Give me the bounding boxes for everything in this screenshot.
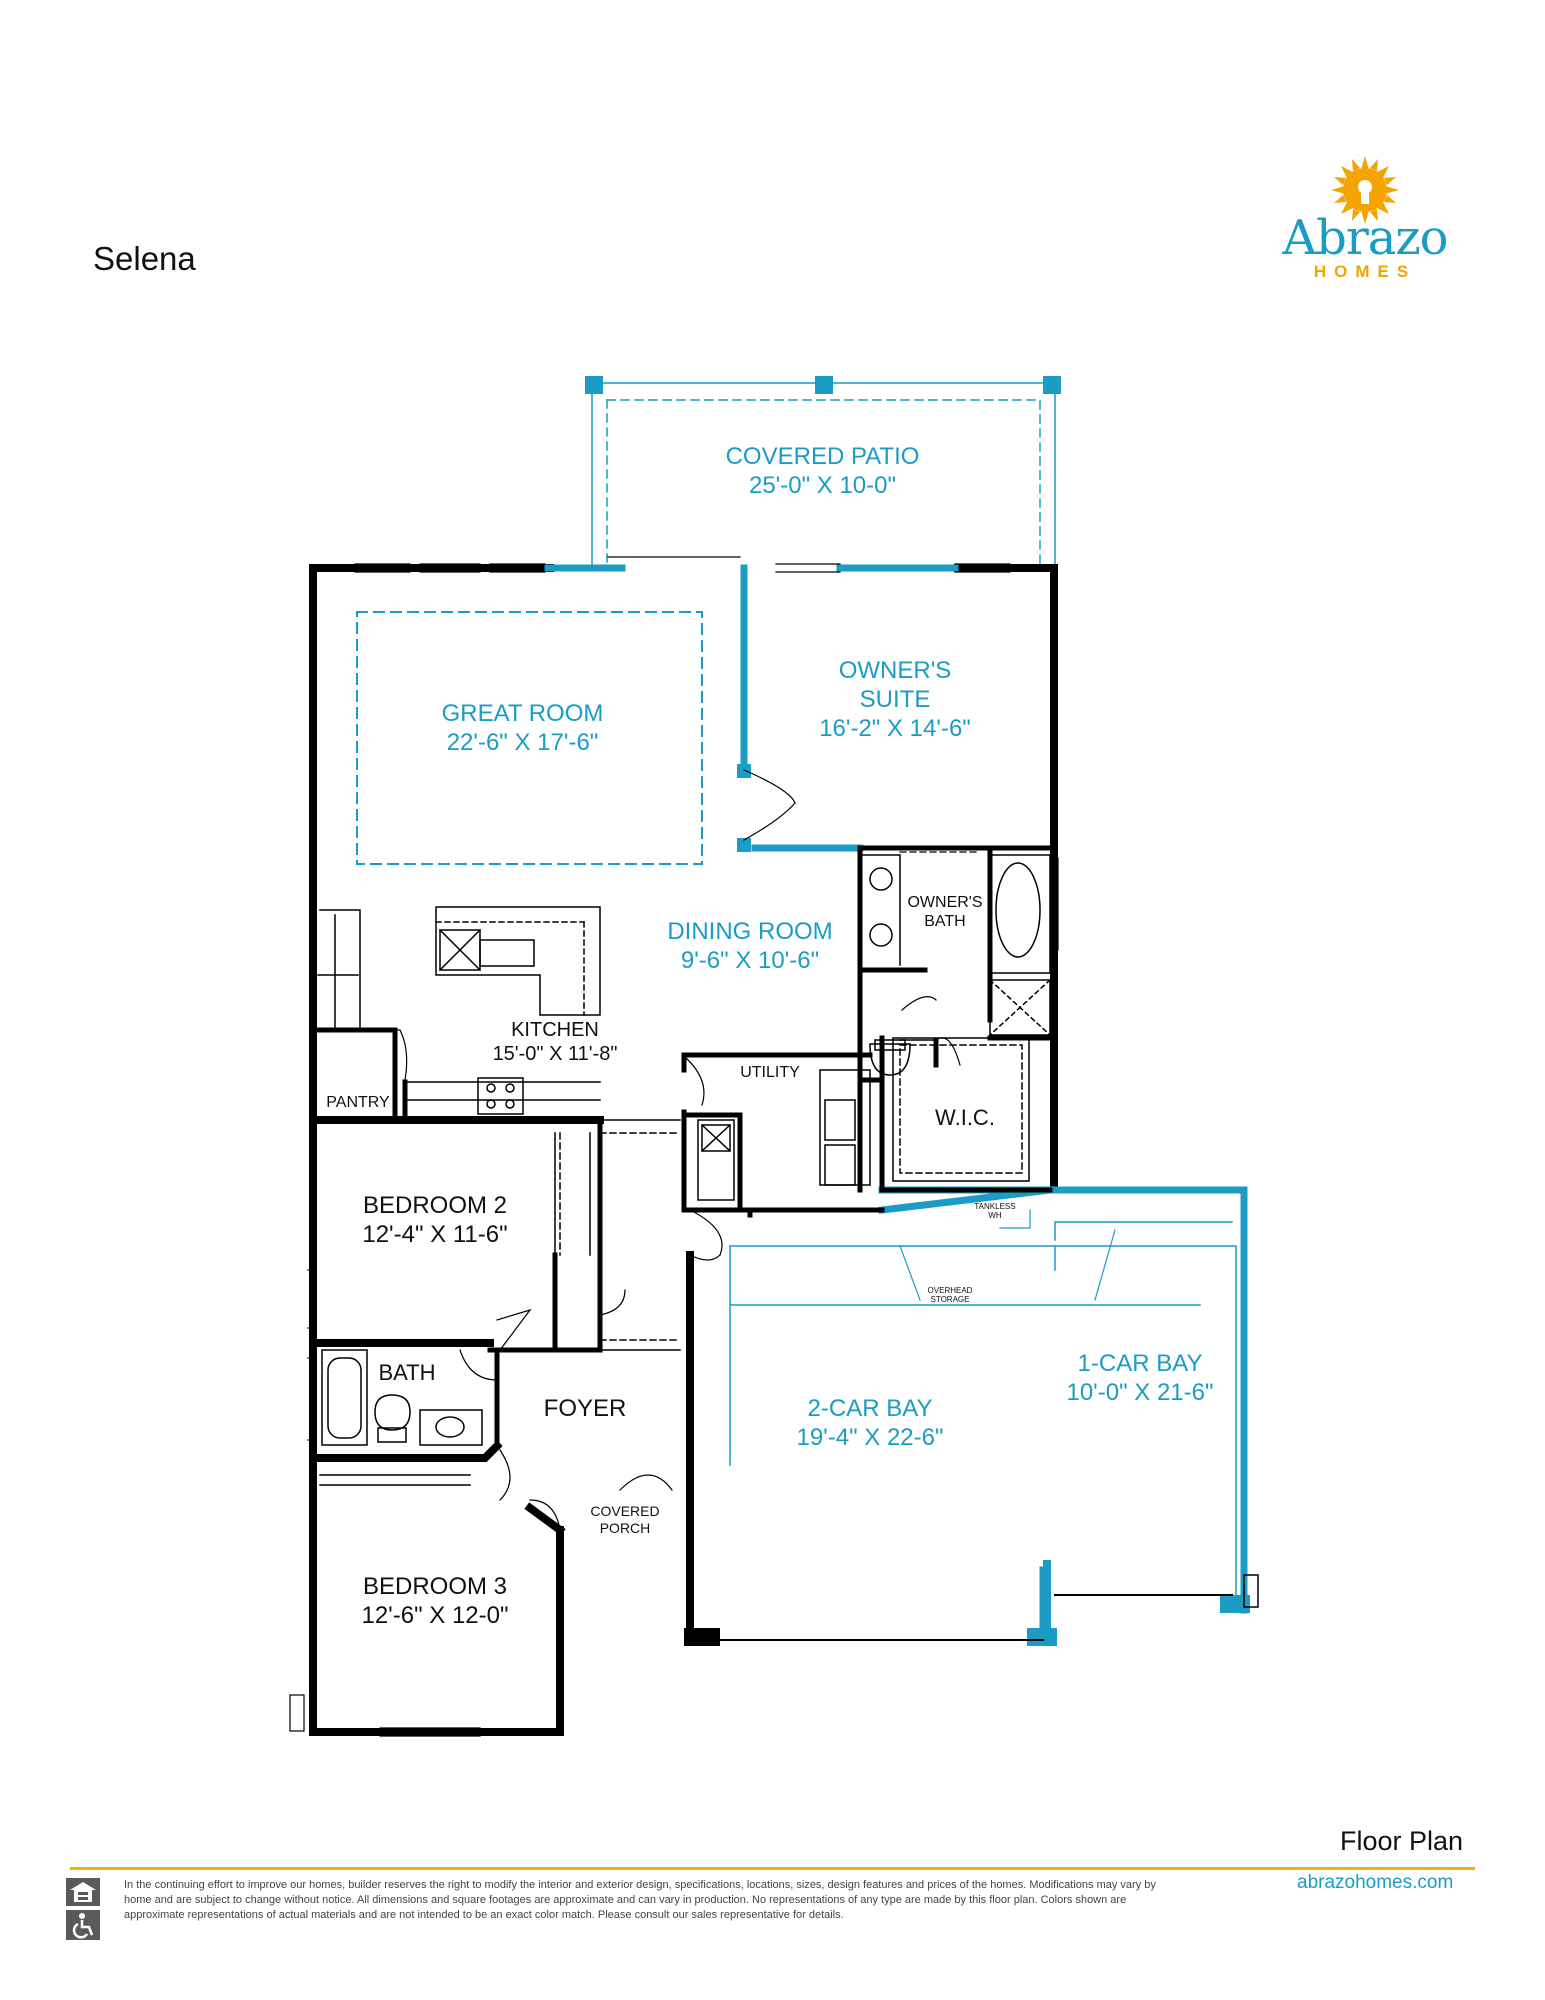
great-room-name: GREAT ROOM [441,700,604,727]
owners-bath-fixtures [859,854,1052,1182]
room-bedroom3: BEDROOM 3 12'-6" X 12-0" [335,1573,535,1631]
room-covered-patio: COVERED PATIO 25'-0" X 10-0" [700,443,945,501]
one-car-bay-size: 10'-0" X 21-6" [1066,1378,1214,1406]
room-dining: DINING ROOM 9'-6" X 10'-6" [640,918,860,976]
brand-logo: Abrazo HOMES [1270,155,1460,285]
dining-name: DINING ROOM [667,918,833,945]
bedroom2-size: 12'-4" X 11-6" [362,1220,508,1248]
room-covered-porch: COVERED PORCH [580,1503,670,1537]
footer-rule [70,1867,1475,1870]
room-two-car-bay: 2-CAR BAY 19'-4" X 22-6" [770,1395,970,1453]
owners-suite-size: 16'-2" X 14'-6" [819,714,971,742]
room-bath: BATH [378,1360,436,1385]
room-owners-bath: OWNER'S BATH [895,893,995,931]
covered-patio-name: COVERED PATIO [725,443,920,470]
covered-patio-size: 25'-0" X 10-0" [748,471,897,499]
floor-plan-title: Floor Plan [1340,1826,1464,1856]
covered-porch-name: COVERED [590,1503,660,1519]
owners-suite-name2: SUITE [859,685,931,713]
brand-sub: HOMES [1313,262,1417,281]
disclaimer-text: In the continuing effort to improve our … [124,1879,1156,1921]
room-wic: W.I.C. [935,1105,995,1130]
two-car-bay-name: 2-CAR BAY [807,1395,933,1422]
tankless-name2: WH [988,1210,1002,1220]
room-foyer: FOYER [543,1395,627,1422]
room-tankless: TANKLESS WH [965,1202,1025,1221]
tankless-name: TANKLESS [974,1202,1016,1211]
covered-porch-name2: PORCH [599,1519,651,1536]
dining-size: 9'-6" X 10'-6" [680,946,820,974]
bedroom2-name: BEDROOM 2 [362,1192,508,1219]
exterior-walls [309,564,1058,1736]
room-great-room: GREAT ROOM 22'-6" X 17'-6" [400,700,645,758]
room-kitchen: KITCHEN 15'-0" X 11'-8" [455,1018,655,1066]
brand-name: Abrazo [1282,210,1448,266]
room-overhead-storage: OVERHEAD STORAGE [910,1286,990,1305]
plan-name: Selena [93,240,196,277]
great-room-size: 22'-6" X 17'-6" [446,728,599,756]
overhead-name2: STORAGE [930,1294,970,1304]
equal-housing-icon [66,1878,100,1906]
room-utility: UTILITY [740,1064,800,1081]
owners-suite-name: OWNER'S [838,657,952,684]
overhead-name: OVERHEAD [927,1286,973,1295]
bedroom3-size: 12'-6" X 12-0" [361,1601,509,1629]
owners-bath-name: OWNER'S [907,894,983,911]
room-pantry: PANTRY [326,1094,390,1111]
one-car-bay-name: 1-CAR BAY [1077,1350,1203,1377]
kitchen-size: 15'-0" X 11'-8" [492,1043,618,1065]
garage-lines [729,1221,1237,1609]
two-car-bay-size: 19'-4" X 22-6" [796,1423,944,1451]
kitchen-name: KITCHEN [511,1019,599,1041]
door-swings [359,769,961,1531]
room-owners-suite: OWNER'S SUITE 16'-2" X 14'-6" [780,657,1010,743]
closet-walls [317,909,681,1486]
room-bedroom2: BEDROOM 2 12'-4" X 11-6" [335,1192,535,1250]
kitchen-island [435,906,601,1016]
website-link[interactable]: abrazohomes.com [1297,1872,1454,1893]
bedroom3-name: BEDROOM 3 [362,1573,508,1600]
room-one-car-bay: 1-CAR BAY 10'-0" X 21-6" [1040,1350,1240,1408]
accessibility-icon [66,1910,100,1940]
sun-logo-icon [1331,156,1399,224]
owners-bath-name2: BATH [924,913,966,931]
